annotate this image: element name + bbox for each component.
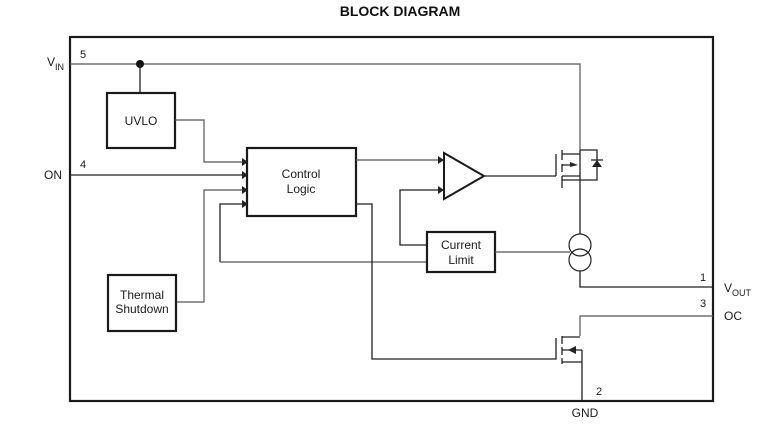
current-limit-label-1: Current (441, 238, 482, 252)
amplifier-icon (443, 151, 487, 201)
current-sense-transformer-icon (568, 233, 592, 272)
arrow-icon (568, 346, 576, 354)
pmos-transistor-icon (555, 150, 581, 188)
arrow-icon (242, 171, 248, 179)
vout-pin-number: 1 (700, 272, 706, 284)
on-pin-number: 4 (80, 159, 86, 171)
oc-pin-number: 3 (700, 298, 706, 310)
current-limit-label-2: Limit (448, 253, 474, 267)
arrow-icon (438, 156, 444, 164)
on-pin-label: ON (44, 168, 62, 182)
arrow-icon (242, 200, 248, 208)
vin-net (70, 60, 581, 150)
thermal-shutdown-label-1: Thermal (120, 288, 164, 302)
gnd-pin-number: 2 (596, 386, 602, 398)
arrow-icon (438, 186, 444, 194)
diode-icon (580, 149, 603, 181)
diagram-title: BLOCK DIAGRAM (340, 3, 461, 19)
oc-pin-label: OC (724, 309, 742, 323)
chip-outline (68, 35, 715, 403)
thermal-shutdown-block: Thermal Shutdown (106, 273, 178, 333)
arrow-icon (242, 158, 248, 166)
current-limit-block: Current Limit (425, 230, 497, 274)
vin-pin-label: VIN (47, 55, 64, 72)
vin-pin-number: 5 (80, 49, 86, 61)
uvlo-label: UVLO (125, 114, 158, 128)
control-logic-label-2: Logic (287, 182, 316, 196)
control-logic-block: Control Logic (245, 146, 358, 218)
arrow-icon (570, 162, 578, 167)
uvlo-block: UVLO (105, 91, 177, 150)
control-logic-label-1: Control (282, 167, 321, 181)
vout-pin-label: VOUT (724, 281, 752, 298)
arrow-icon (242, 186, 248, 194)
thermal-shutdown-label-2: Shutdown (115, 302, 168, 316)
nmos-transistor-icon (561, 336, 583, 401)
gnd-pin-label: GND (572, 406, 599, 420)
